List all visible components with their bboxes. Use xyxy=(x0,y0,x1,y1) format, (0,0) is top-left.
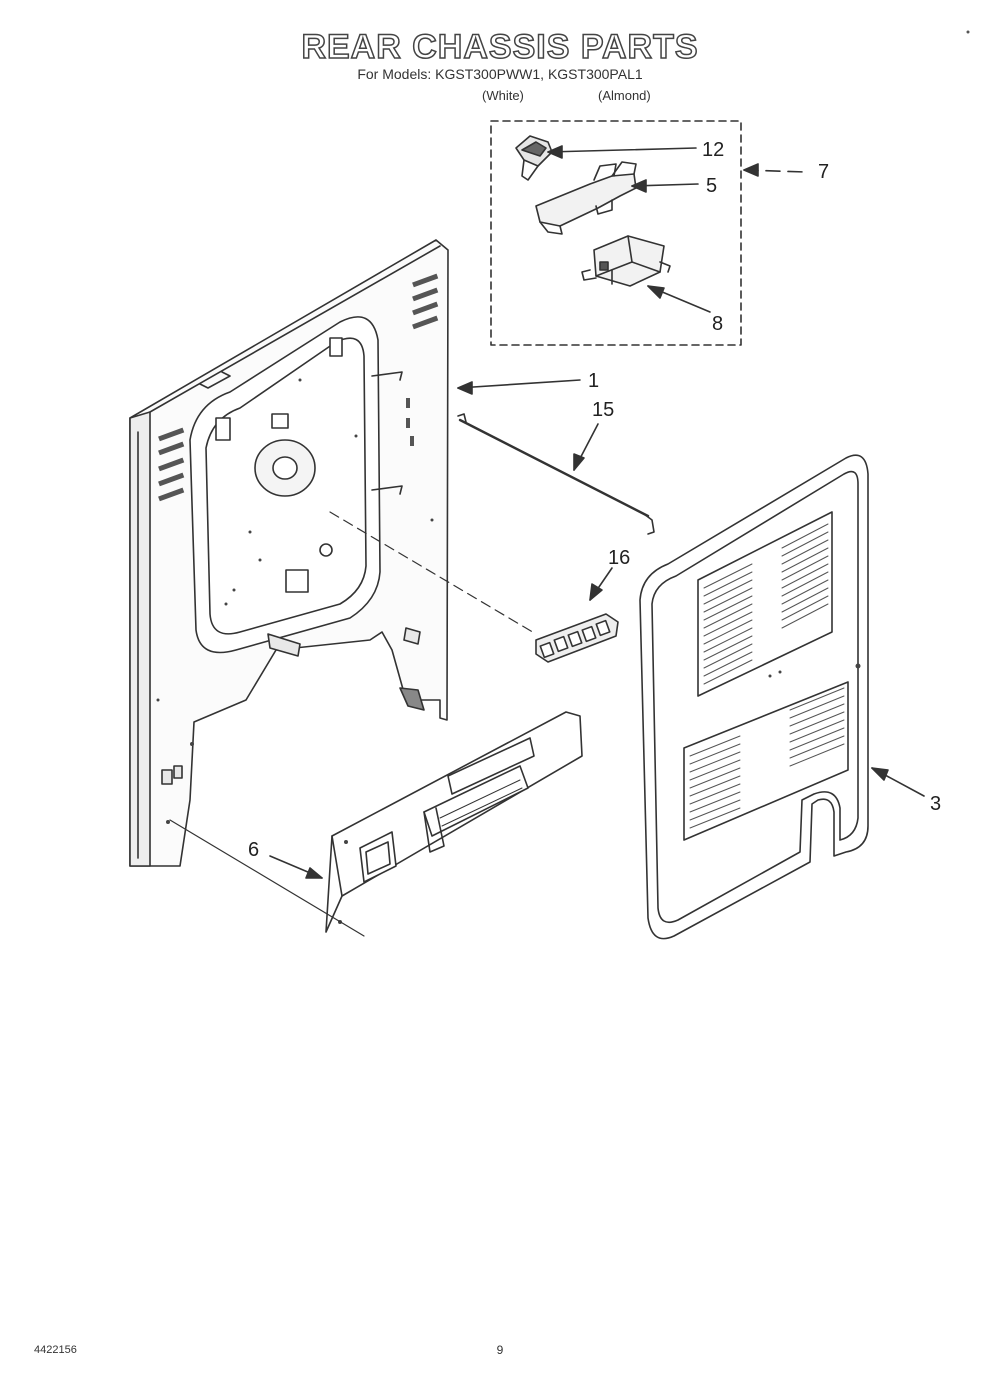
callout-15: 15 xyxy=(592,399,614,421)
assembly-7-box xyxy=(490,120,742,346)
callout-12: 12 xyxy=(702,139,724,161)
part-6-lower-panel xyxy=(325,711,583,933)
page-number: 9 xyxy=(496,1343,504,1357)
leader-arrows xyxy=(269,145,925,879)
callout-16: 16 xyxy=(608,547,630,569)
variant-almond: (Almond) xyxy=(598,88,651,103)
part-5-bracket xyxy=(535,161,637,235)
variant-white: (White) xyxy=(482,88,524,103)
page-title: REAR CHASSIS PARTS xyxy=(301,27,699,67)
part-8-switch xyxy=(581,235,671,287)
model-numbers: For Models: KGST300PWW1, KGST300PAL1 xyxy=(357,66,643,82)
part-1-rear-panel xyxy=(129,239,449,867)
part-12-clip xyxy=(515,135,553,181)
part-15-rod xyxy=(457,413,655,535)
corner-mark xyxy=(966,30,970,34)
callout-8: 8 xyxy=(712,313,723,335)
part-3-access-cover xyxy=(639,454,869,940)
callout-6: 6 xyxy=(248,839,259,861)
document-number: 4422156 xyxy=(34,1344,77,1356)
callout-3: 3 xyxy=(930,793,941,815)
callout-1: 1 xyxy=(588,370,599,392)
part-16-terminal-block xyxy=(535,613,619,663)
callout-5: 5 xyxy=(706,175,717,197)
callout-7: 7 xyxy=(818,161,829,183)
